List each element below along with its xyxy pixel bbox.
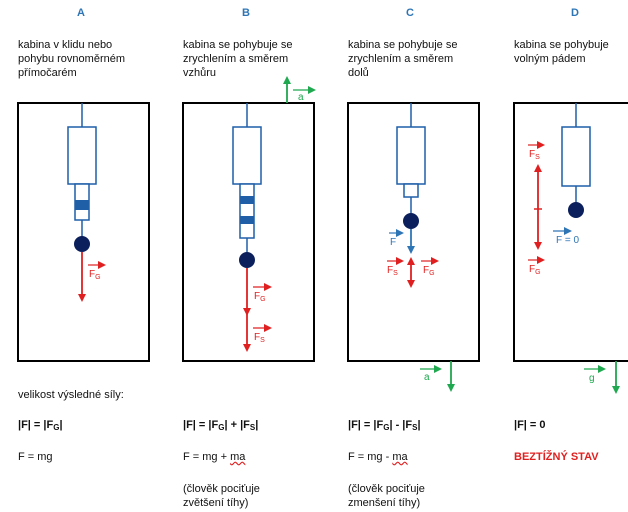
label-fs-d: FS bbox=[529, 149, 540, 161]
column-d-description: kabina se pohybuje volným pádem bbox=[514, 39, 609, 65]
spring-cylinder-b bbox=[232, 126, 262, 185]
label-a-b: a bbox=[298, 92, 304, 103]
weight-b bbox=[239, 252, 255, 268]
column-a-heading: A bbox=[77, 7, 85, 19]
column-c-description: kabina se pohybuje se zrychlením a směre… bbox=[348, 39, 458, 79]
label-a-c: a bbox=[424, 372, 430, 383]
label-f-c: F bbox=[390, 237, 396, 248]
cabin-c bbox=[347, 102, 480, 362]
weight-d bbox=[568, 202, 584, 218]
label-fg-b: FG bbox=[254, 291, 266, 303]
formula-abs-c: |F| = |FG| - |FS| bbox=[348, 419, 421, 432]
column-b-heading: B bbox=[242, 7, 250, 19]
label-f-zero-d: F = 0 bbox=[556, 235, 580, 246]
formula-simple-a: F = mg bbox=[18, 451, 53, 463]
label-fg-d: FG bbox=[529, 264, 541, 276]
label-fs-b: FS bbox=[254, 332, 265, 344]
diagram-d: FS FG F = 0 g bbox=[513, 102, 628, 394]
diagram-b: FG FS a bbox=[182, 76, 316, 362]
label-g-d: g bbox=[589, 373, 595, 384]
label-fg-a: FG bbox=[89, 269, 101, 281]
weight-a bbox=[74, 236, 90, 252]
formula-abs-a: |F| = |FG| bbox=[18, 419, 63, 432]
spring-cylinder-a bbox=[67, 126, 97, 185]
formula-simple-c: F = mg - ma bbox=[348, 451, 408, 463]
cabin-a bbox=[17, 102, 150, 362]
formula-simple-b: F = mg + ma bbox=[183, 451, 246, 463]
cabin-d bbox=[513, 102, 628, 362]
spring-cylinder-d bbox=[561, 126, 591, 187]
formula-abs-b: |F| = |FG| + |FS| bbox=[183, 419, 259, 432]
spring-band-a1 bbox=[75, 200, 89, 210]
weightless-state-label: BEZTÍŽNÝ STAV bbox=[514, 451, 599, 463]
column-d-heading: D bbox=[571, 7, 579, 19]
note-b: (člověk pociťuje zvětšení tíhy) bbox=[183, 483, 260, 509]
cabin-b bbox=[182, 102, 315, 362]
spring-c bbox=[403, 183, 419, 198]
spring-b bbox=[239, 183, 255, 239]
formula-abs-d: |F| = 0 bbox=[514, 419, 546, 431]
diagram-a: FG bbox=[17, 102, 150, 362]
weight-c bbox=[403, 213, 419, 229]
diagram-c: F FS FG a bbox=[347, 102, 480, 392]
note-c: (člověk pociťuje zmenšení tíhy) bbox=[348, 483, 425, 509]
spring-cylinder-c bbox=[396, 126, 426, 185]
spring-band-b1 bbox=[240, 196, 254, 204]
column-b-description: kabina se pohybuje se zrychlením a směre… bbox=[183, 39, 293, 79]
label-fs-c: FS bbox=[387, 265, 398, 277]
column-a-description: kabina v klidu nebo pohybu rovnoměrném p… bbox=[18, 39, 126, 79]
label-fg-c: FG bbox=[423, 265, 435, 277]
resultant-force-label: velikost výsledné síly: bbox=[18, 389, 124, 401]
spring-band-b2 bbox=[240, 216, 254, 224]
column-c-heading: C bbox=[406, 7, 414, 19]
